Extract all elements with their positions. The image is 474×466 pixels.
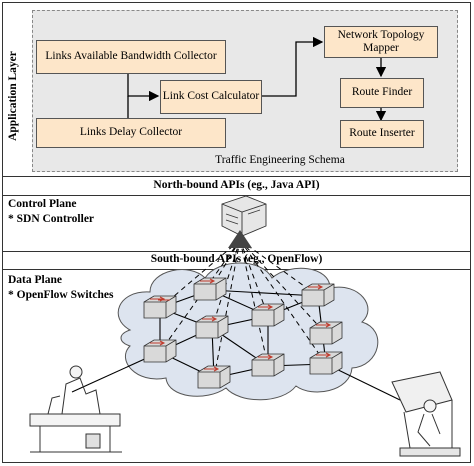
remote-operator-icon (391, 371, 461, 457)
openflow-switch (251, 303, 285, 327)
openflow-switch (197, 365, 231, 389)
diagram-frame (2, 2, 471, 463)
control-plane-title: Control Plane (8, 198, 77, 210)
schema-caption: Traffic Engineering Schema (215, 154, 345, 166)
openflow-switch (251, 353, 285, 377)
southbound-api-label: South-bound APIs (eg., OpenFlow) (150, 253, 323, 265)
northbound-api-label: North-bound APIs (eg., Java API) (153, 179, 320, 191)
sdn-controller-server-icon (221, 195, 267, 248)
data-plane-title: Data Plane (8, 274, 62, 286)
application-layer-arrows (127, 36, 387, 122)
bandwidth-collector-box: Links Available Bandwidth Collector (36, 40, 226, 74)
cost-to-mapper-arrow (262, 36, 324, 97)
data-plane-item: * OpenFlow Switches (8, 289, 114, 301)
northbound-band (2, 176, 471, 196)
openflow-switches (143, 277, 343, 389)
openflow-switch (309, 351, 343, 375)
route-inserter-box: Route Inserter (340, 120, 424, 148)
openflow-switch (309, 321, 343, 345)
control-plane-item: * SDN Controller (8, 213, 95, 225)
openflow-switch (143, 295, 177, 319)
openflow-switch (301, 283, 335, 307)
openflow-switch (193, 277, 227, 301)
robotic-surgery-cart-icon (29, 365, 122, 453)
openflow-switch (143, 339, 177, 363)
network-topology-mapper-box: Network Topology Mapper (324, 26, 438, 58)
route-finder-box: Route Finder (340, 78, 424, 108)
delay-collector-box: Links Delay Collector (36, 118, 226, 148)
link-cost-calculator-box: Link Cost Calculator (160, 80, 262, 114)
openflow-switch (195, 315, 229, 339)
